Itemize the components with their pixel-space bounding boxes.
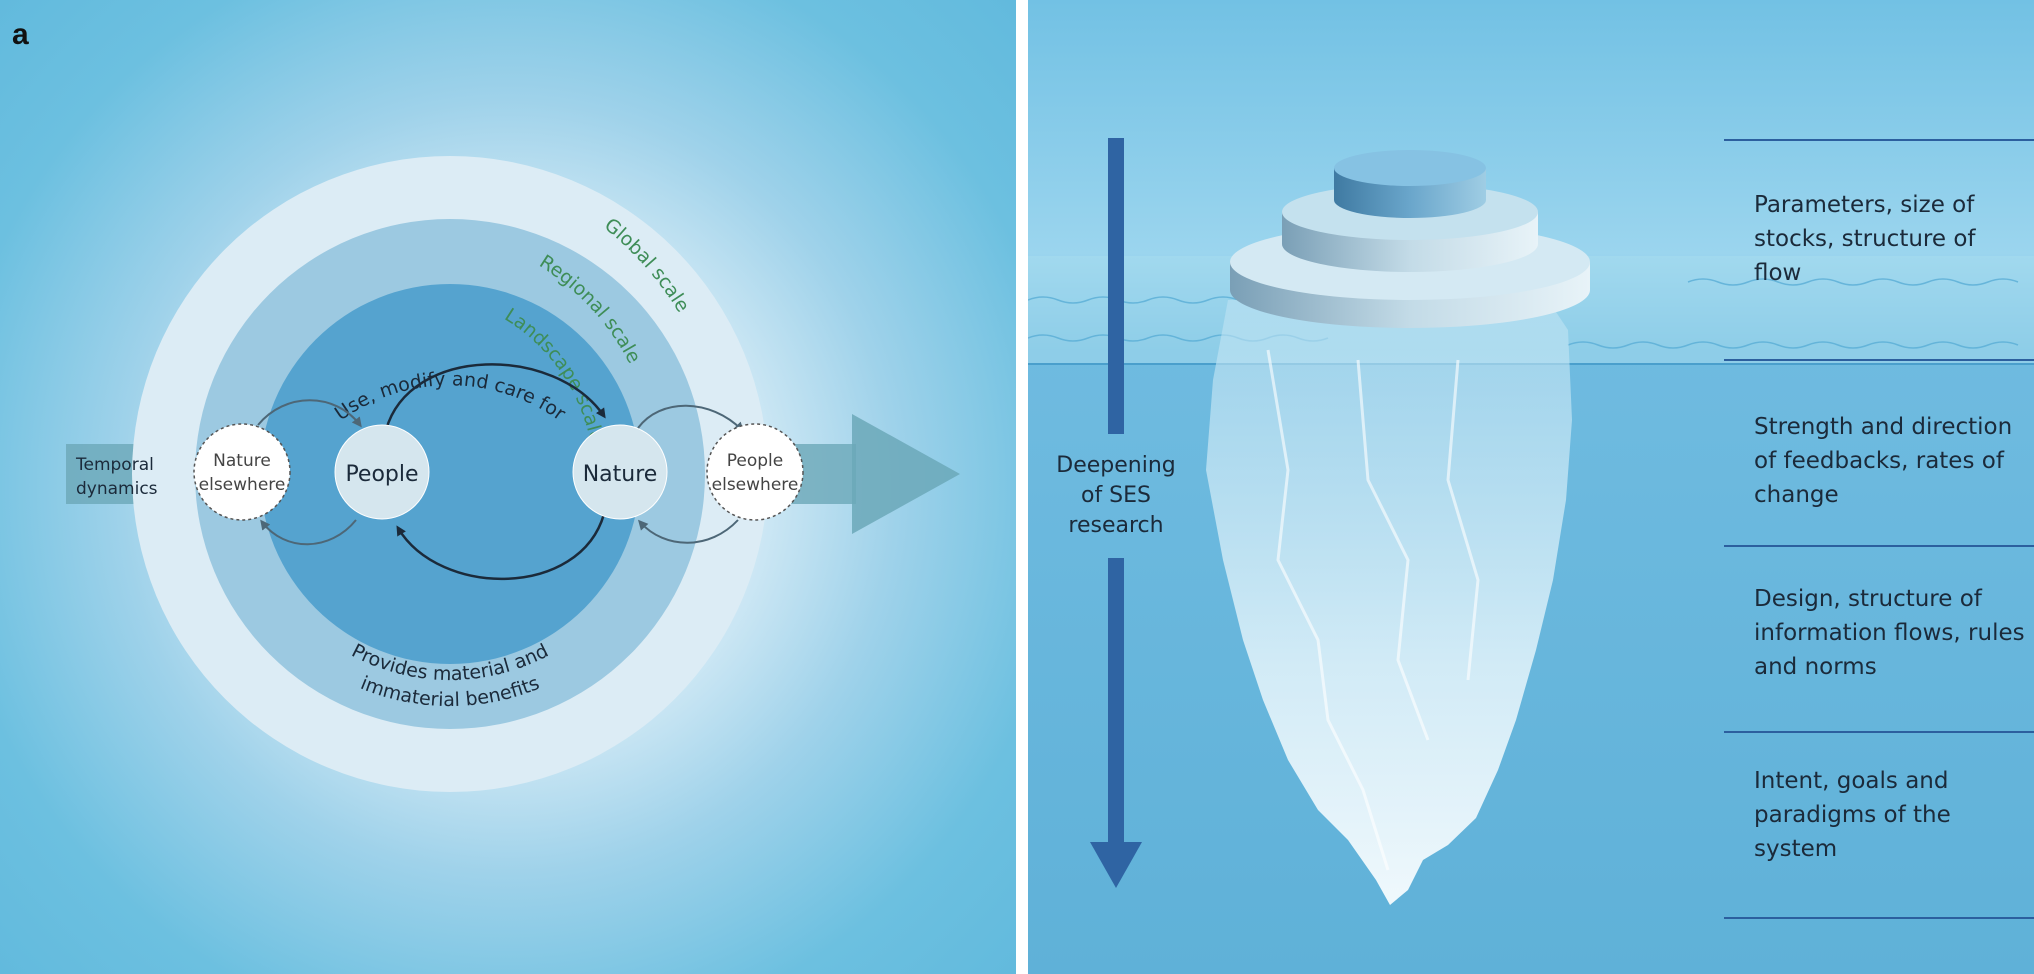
svg-text:paradigms of the: paradigms of the [1754,802,1951,828]
svg-text:Nature: Nature [213,451,271,471]
nature-elsewhere-node: Nature elsewhere [193,423,291,521]
svg-text:flow: flow [1754,260,1801,286]
panel-a: a Global scale [0,0,1016,974]
people-elsewhere-node: People elsewhere [706,423,804,521]
panel-a-diagram: Global scale Regional scale Landscape sc… [66,156,960,792]
svg-text:Design, structure of: Design, structure of [1754,586,1983,612]
svg-text:elsewhere: elsewhere [199,475,286,495]
svg-text:change: change [1754,482,1839,508]
iceberg-underwater [1206,300,1572,905]
provides-benefits-arrow [396,513,606,580]
svg-text:Deepening: Deepening [1056,453,1175,478]
svg-text:Strength and direction: Strength and direction [1754,414,2012,440]
level-3-text: Design, structure of information flows, … [1754,586,2025,680]
left-top-feedback-arrow [257,399,362,428]
landscape-scale-ring [260,284,640,664]
svg-text:research: research [1068,513,1163,538]
panel-b: b [1028,0,2034,974]
temporal-dynamics-label: Temporal dynamics [75,455,158,499]
svg-text:of SES: of SES [1081,483,1151,508]
deepening-arrow [1090,138,1142,888]
people-node: People [334,424,430,520]
svg-text:People: People [727,451,783,471]
iceberg-tip-disc-top [1334,150,1486,218]
level-2-text: Strength and direction of feedbacks, rat… [1754,414,2012,508]
svg-text:People: People [345,462,418,487]
right-top-feedback-arrow [637,404,745,433]
svg-text:elsewhere: elsewhere [712,475,799,495]
svg-text:information flows, rules: information flows, rules [1754,620,2025,646]
panel-b-diagram: Deepening of SES research Parameters, si… [1028,0,2034,974]
iceberg-facets [1266,349,1480,871]
svg-text:Parameters, size of: Parameters, size of [1754,192,1975,218]
panel-a-letter: a [12,18,29,51]
svg-text:Intent, goals and: Intent, goals and [1754,768,1948,794]
svg-text:and norms: and norms [1754,654,1877,680]
svg-text:system: system [1754,836,1837,862]
use-modify-arrow [384,363,606,431]
level-4-text: Intent, goals and paradigms of the syste… [1754,768,1951,862]
svg-text:of feedbacks, rates of: of feedbacks, rates of [1754,448,2005,474]
svg-text:stocks, structure of: stocks, structure of [1754,226,1976,252]
deepening-label: Deepening of SES research [1056,453,1175,538]
svg-text:Temporal: Temporal [75,455,154,475]
svg-text:Nature: Nature [583,462,658,487]
svg-text:dynamics: dynamics [76,479,158,499]
level-1-text: Parameters, size of stocks, structure of… [1754,192,1976,286]
left-bottom-feedback-arrow [260,519,357,546]
right-bottom-feedback-arrow [637,519,739,544]
nature-node: Nature [572,424,668,520]
level-dividers [1724,139,2034,919]
